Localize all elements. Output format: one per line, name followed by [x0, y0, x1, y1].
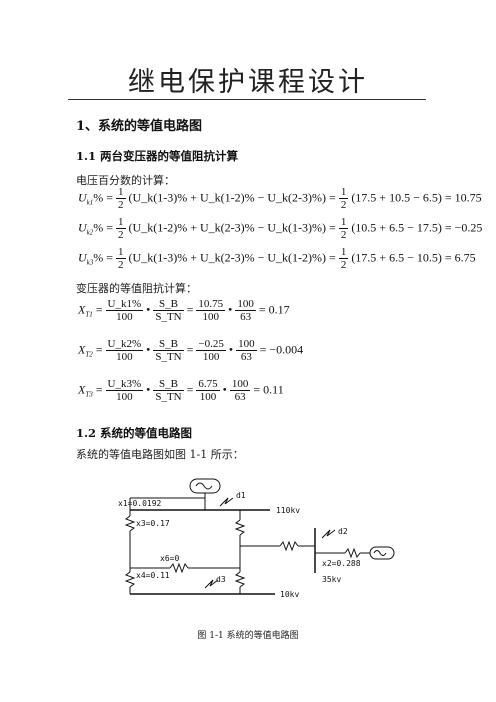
fault-d1-arrow-icon	[219, 497, 234, 507]
fault-d3-arrow-icon	[204, 579, 219, 589]
resistor-x6-icon	[169, 562, 189, 574]
title-rule	[68, 99, 426, 100]
label-x3: x3=0.17	[136, 519, 170, 528]
section-1-2-heading: 1.2 系统的等值电路图	[76, 426, 193, 440]
gen1-branch	[130, 497, 206, 510]
fault-d2-arrow-icon	[321, 529, 336, 539]
circuit-description: 系统的等值电路图如图 1-1 所示：	[76, 448, 244, 461]
label-d2: d2	[338, 527, 348, 536]
label-d1: d1	[236, 491, 246, 500]
label-x1: x1=0.0192	[118, 499, 162, 508]
resistor-right-lower-icon	[234, 568, 246, 594]
generator-1-icon	[189, 478, 221, 494]
section-1-heading: 1、系统的等值电路图	[76, 119, 203, 134]
label-bus-10kv: 10kv	[280, 590, 299, 599]
equivalent-circuit-diagram: x1=0.0192 d1 110kv x3=0.17 35kv d2 x2=0.…	[118, 478, 395, 599]
label-bus-35kv: 35kv	[322, 575, 341, 584]
resistor-x2-icon	[344, 547, 361, 559]
section-1-1-heading: 1.1 两台变压器的等值阻抗计算	[76, 149, 239, 163]
resistor-x3-icon	[124, 510, 136, 568]
label-bus-110kv: 110kv	[276, 506, 300, 515]
page-title: 继电保护课程设计	[128, 67, 368, 98]
voltage-percent-label: 电压百分数的计算：	[76, 174, 175, 187]
generator-2-icon	[369, 546, 395, 560]
impedance-label: 变压器的等值阻抗计算：	[76, 282, 197, 295]
figure-caption: 图 1-1 系统的等值电路图	[197, 631, 299, 641]
resistor-35kv-branch-icon	[279, 540, 299, 552]
label-x4: x4=0.11	[136, 571, 170, 580]
resistor-right-upper-icon	[234, 510, 246, 568]
label-d3: d3	[216, 575, 226, 584]
label-x6: x6=0	[160, 554, 179, 563]
resistor-x4-icon	[124, 568, 136, 594]
label-x2: x2=0.288	[322, 559, 361, 568]
